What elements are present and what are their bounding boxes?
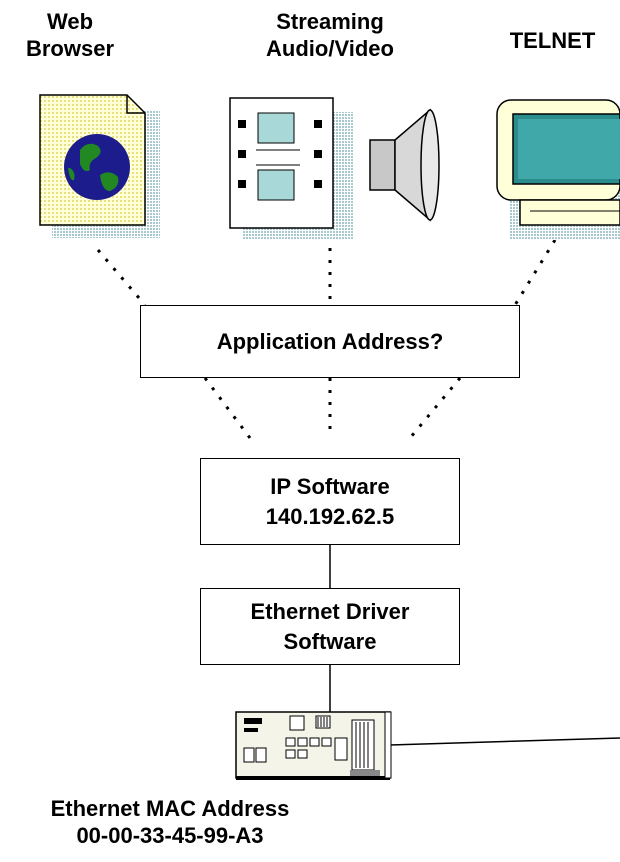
app-label-web-browser: Web Browser (25, 9, 115, 61)
network-cable (389, 737, 620, 746)
ip-software-box: IP Software 140.192.62.5 (200, 458, 460, 545)
connector-telnet-to-app (513, 239, 557, 306)
connector-app-to-ip-right (408, 377, 462, 439)
mac-address-label: Ethernet MAC Address 00-00-33-45-99-A3 (50, 796, 290, 848)
connector-browser-to-app (96, 249, 147, 306)
app-label-telnet: TELNET (509, 28, 596, 53)
connector-app-to-ip-left (203, 377, 252, 439)
app-label-streaming: Streaming Audio/Video (266, 9, 394, 61)
ethernet-driver-box: Ethernet Driver Software (200, 588, 460, 665)
application-address-box: Application Address? (140, 305, 520, 378)
